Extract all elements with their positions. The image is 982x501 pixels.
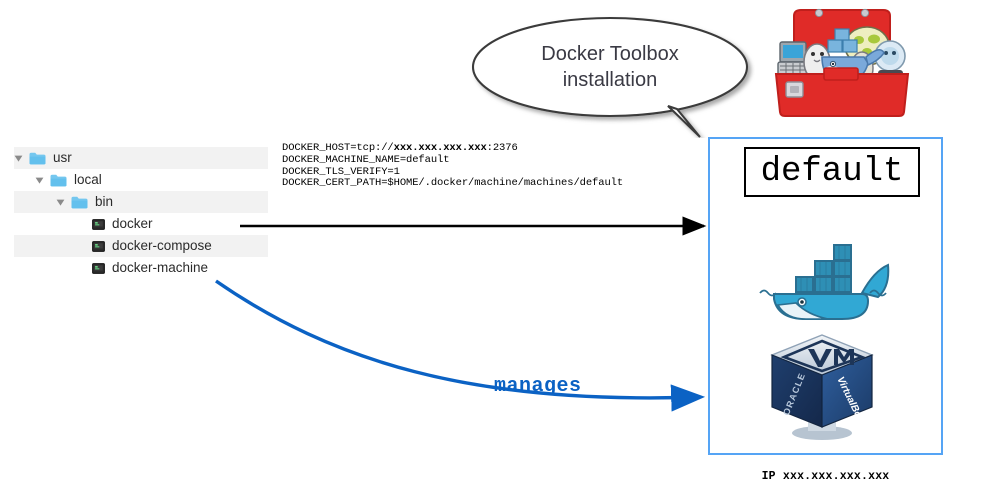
env-var-key: DOCKER_CERT_PATH=$HOME/ [282, 177, 425, 190]
speech-bubble-line-1: Docker Toolbox [541, 43, 679, 65]
tree-item-label: local [74, 171, 102, 187]
tree-item-label: docker-machine [112, 259, 209, 275]
executable-icon [92, 262, 105, 274]
tree-row-docker-machine[interactable]: docker-machine [14, 257, 268, 279]
docker-toolbox-icon [766, 2, 918, 120]
tree-item-label: bin [95, 193, 114, 209]
folder-icon [50, 174, 67, 187]
tree-row-local[interactable]: local [14, 169, 268, 191]
tree-row-bin[interactable]: bin [14, 191, 268, 213]
env-var-key: DOCKER_TLS_VERIFY= [282, 165, 394, 178]
env-var-suffix: :2376 [486, 142, 518, 154]
speech-bubble-shape [471, 16, 749, 138]
folder-icon [29, 152, 46, 165]
env-var-line: DOCKER_TLS_VERIFY=1 [282, 165, 623, 179]
chevron-down-icon[interactable] [35, 176, 44, 185]
docker-machine-host-box: default [708, 137, 943, 455]
tree-item-label: usr [53, 149, 72, 165]
executable-icon [92, 240, 105, 252]
speech-bubble-text: Docker Toolbox installation [502, 41, 718, 93]
env-var-line: DOCKER_HOST=tcp://xxx.xxx.xxx.xxx:2376 [282, 142, 623, 155]
ip-caption: IP xxx.xxx.xxx.xxx [761, 470, 890, 483]
virtualbox-logo-icon: ORACLE VirtualBox [762, 329, 882, 444]
machine-name-label: default [760, 153, 904, 191]
tree-row-docker[interactable]: docker [14, 213, 268, 235]
arrow-manages [215, 279, 706, 412]
env-var-line: DOCKER_CERT_PATH=$HOME/.docker/machine/m… [282, 177, 624, 190]
tree-item-label: docker [112, 215, 153, 231]
tree-row-docker-compose[interactable]: docker-compose [14, 235, 268, 257]
manages-label: manages [494, 375, 582, 398]
env-var-value: xxx.xxx.xxx.xxx [393, 142, 487, 154]
env-var-value: default [406, 153, 450, 166]
env-var-key: DOCKER_HOST=tcp:// [282, 142, 394, 154]
speech-bubble-line-2: installation [562, 69, 658, 91]
env-var-key: DOCKER_MACHINE_NAME= [282, 153, 407, 166]
folder-icon [71, 196, 88, 209]
docker-logo-icon [752, 235, 904, 325]
tree-item-label: docker-compose [112, 237, 212, 253]
tree-spacer [77, 242, 86, 251]
env-var-value: .docker/machine/machines/default [424, 177, 624, 190]
env-var-value: 1 [393, 165, 400, 178]
tree-row-usr[interactable]: usr [14, 147, 268, 169]
speech-bubble: Docker Toolbox installation [455, 8, 755, 138]
machine-name-box: default [744, 147, 920, 197]
chevron-down-icon[interactable] [14, 154, 23, 163]
executable-icon [92, 218, 105, 230]
env-var-line: DOCKER_MACHINE_NAME=default [282, 153, 623, 167]
chevron-down-icon[interactable] [56, 198, 65, 207]
tree-spacer [77, 220, 86, 229]
tree-spacer [77, 264, 86, 273]
